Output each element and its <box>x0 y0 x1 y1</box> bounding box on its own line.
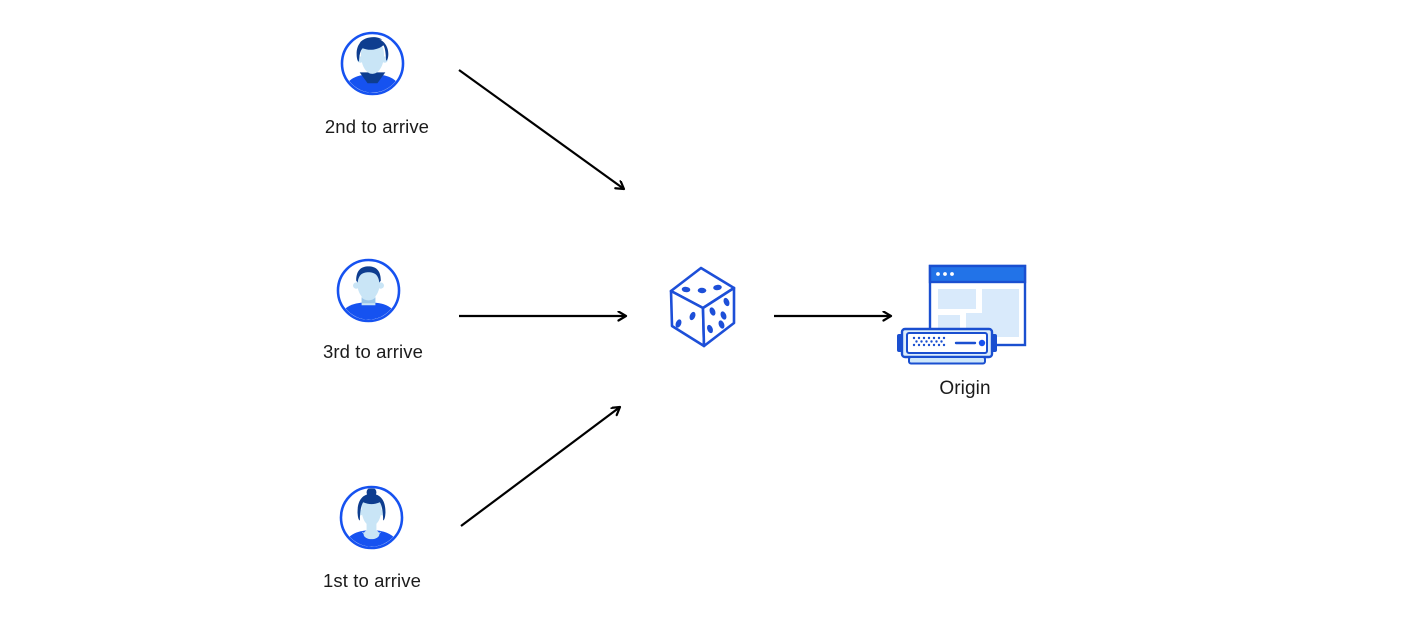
server-vent-dots <box>912 336 946 347</box>
origin-label: Origin <box>939 378 991 399</box>
server-icon <box>897 327 997 365</box>
man-flattop-avatar-icon <box>336 258 401 323</box>
visitor-2nd-node <box>340 31 405 96</box>
arrow-visitor1-to-dice <box>460 407 620 527</box>
server-led <box>978 339 986 347</box>
origin-server-browser-icon <box>897 264 1027 365</box>
woman-bun-avatar-icon <box>339 485 404 550</box>
visitor-1st-node <box>339 485 404 550</box>
visitor-3rd-node <box>336 258 401 323</box>
visitor-1st-label: 1st to arrive <box>323 570 421 591</box>
randomizer-node <box>669 265 737 349</box>
visitor-3rd-label: 3rd to arrive <box>322 341 423 362</box>
man-quiff-avatar-icon <box>340 31 405 96</box>
arrow-visitor2-to-dice <box>458 69 624 189</box>
origin-node <box>888 256 1038 368</box>
visitor-2nd-label: 2nd to arrive <box>324 116 430 137</box>
dice-icon <box>669 266 736 348</box>
